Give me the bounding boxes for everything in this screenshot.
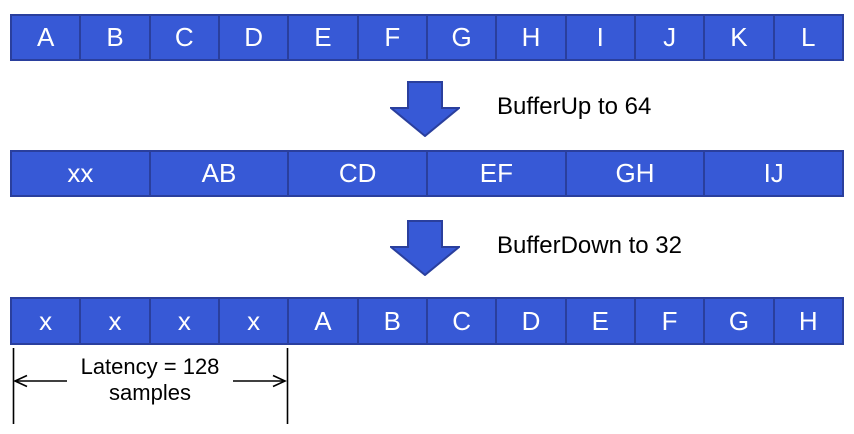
buffer-cell: D (495, 299, 564, 343)
buffer-cell: x (79, 299, 148, 343)
buffer-cell: H (772, 299, 842, 343)
buffer-cell: x (148, 299, 218, 343)
down-arrow-icon (390, 220, 460, 276)
buffer-cell: IJ (703, 152, 842, 195)
buffer-cell: CD (287, 152, 426, 195)
bufferdown-label: BufferDown to 32 (497, 232, 683, 259)
latency-label-line2: samples (109, 380, 191, 405)
buffer-cell: J (633, 16, 703, 59)
buffer-cell: GH (564, 152, 704, 195)
buffer-cell: C (425, 299, 495, 343)
buffer-cell: F (633, 299, 703, 343)
buffer-cell: x (39, 305, 53, 336)
buffer-cell: xx (67, 158, 94, 188)
buffer-cell: G (425, 16, 495, 59)
buffer-cell: AB (148, 152, 288, 195)
buffer-cell: EF (426, 152, 565, 195)
buffer-cell: C (148, 16, 218, 59)
latency-label: Latency = 128 samples (70, 354, 230, 406)
buffer-cell: B (356, 299, 426, 343)
buffer-cell: L (772, 16, 842, 59)
buffer-cell: K (703, 16, 772, 59)
buffer-cell: B (79, 16, 148, 59)
buffer-cell: D (217, 16, 287, 59)
buffer-cell: G (703, 299, 772, 343)
latency-dimension-arrows (12, 348, 289, 424)
buffer-cell: x (217, 299, 287, 343)
latency-label-line1: Latency = 128 (80, 354, 220, 379)
bufferup-label: BufferUp to 64 (497, 93, 652, 120)
buffer-cell: I (564, 16, 634, 59)
buffer-cell: E (287, 16, 356, 59)
buffer-cell: E (564, 299, 634, 343)
buffer-cell: F (356, 16, 426, 59)
down-arrow-icon (390, 81, 460, 137)
buffer-cell: A (36, 22, 55, 52)
buffer-cell: H (495, 16, 564, 59)
buffer-cell: A (287, 299, 356, 343)
